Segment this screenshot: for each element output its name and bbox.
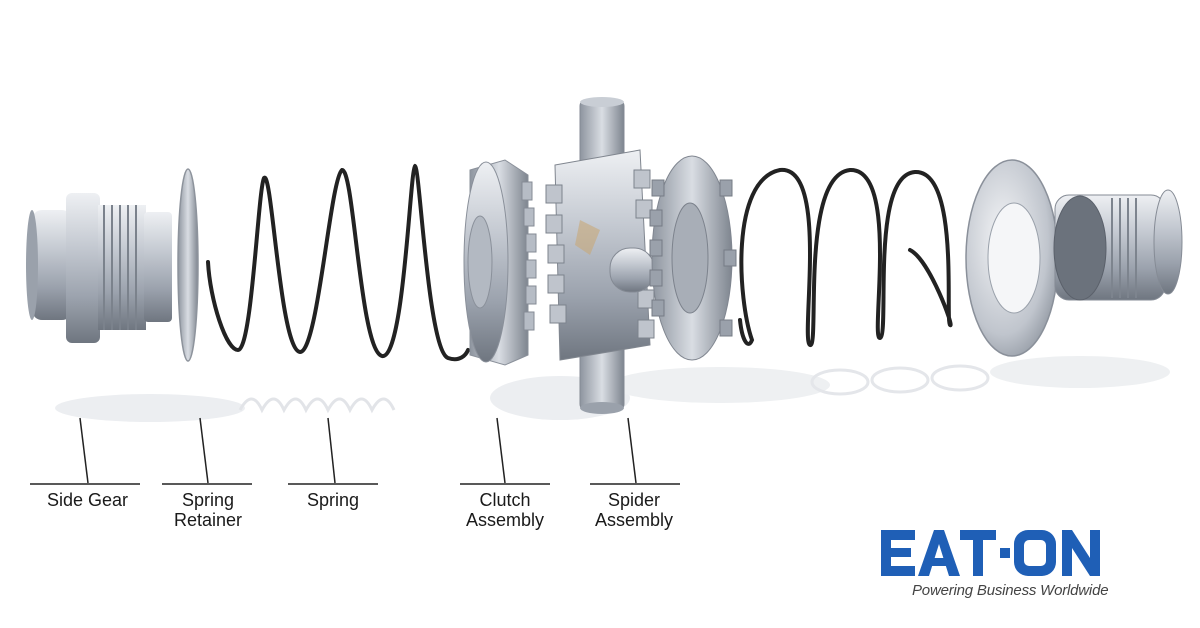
label-spring: Spring: [284, 490, 382, 510]
label-side-gear-text: Side Gear: [46, 490, 129, 510]
clutch-assembly: [463, 159, 537, 366]
eaton-logo: [881, 530, 1100, 576]
label-spring-text: Spring: [306, 490, 360, 510]
label-clutch-assembly: Clutch Assembly: [455, 490, 555, 530]
spring-retainer-left: [177, 168, 199, 362]
spring-right: [738, 167, 953, 348]
spring-retainer-right: [965, 159, 1059, 357]
brand-tagline: Powering Business Worldwide: [912, 582, 1109, 599]
clutch-right: [649, 155, 737, 361]
spider-assembly: [545, 97, 655, 414]
label-spider-line1: Spider: [607, 490, 661, 510]
label-spider-assembly: Spider Assembly: [584, 490, 684, 530]
spring-left: [206, 163, 470, 362]
label-spring-retainer: Spring Retainer: [156, 490, 260, 530]
label-spring-retainer-line1: Spring: [181, 490, 235, 510]
label-spider-line2: Assembly: [594, 510, 674, 530]
side-gear-right: [1053, 189, 1183, 301]
label-clutch-line2: Assembly: [465, 510, 545, 530]
leader-lines: [30, 417, 680, 485]
label-spring-retainer-line2: Retainer: [173, 510, 243, 530]
label-side-gear: Side Gear: [30, 490, 145, 510]
label-clutch-line1: Clutch: [479, 490, 531, 510]
side-gear-left: [26, 193, 172, 343]
